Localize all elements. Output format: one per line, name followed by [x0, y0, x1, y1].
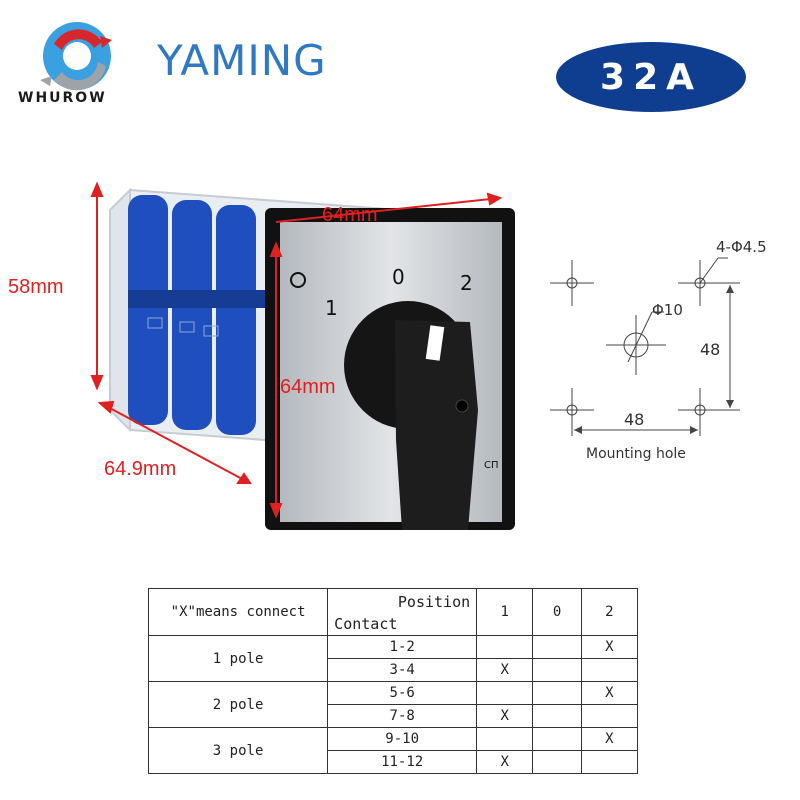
contact-block-3 — [216, 205, 256, 435]
table-row: 11-12 X — [149, 750, 639, 774]
brand-name: YAMING — [157, 36, 327, 85]
contact-block-2 — [172, 200, 212, 430]
table-row: 3-4 X — [149, 658, 639, 682]
position-label-2: 2 — [460, 271, 473, 295]
table-row: 1 pole 1-2 X — [147, 635, 639, 682]
pos0-cell — [532, 750, 582, 774]
mounting-diagram — [550, 257, 740, 436]
pos2-cell: X — [580, 681, 639, 705]
pos0-cell — [532, 704, 582, 728]
position-header: Position — [397, 593, 471, 611]
contact-block-1 — [128, 195, 168, 425]
table-row: 7-8 X — [149, 704, 639, 728]
pos1-cell — [476, 635, 534, 659]
pos1-cell: X — [476, 750, 534, 774]
face-logo-icon — [290, 272, 306, 288]
contact-cell: 1-2 — [327, 635, 478, 659]
dimension-depth: 64.9mm — [104, 458, 177, 480]
dimension-arrows — [90, 181, 503, 519]
dimension-front-height: 64mm — [280, 376, 336, 398]
pos2-cell: X — [580, 635, 639, 659]
pos1-cell: X — [476, 658, 534, 682]
knob-handle — [395, 320, 478, 530]
pos2-cell — [580, 658, 639, 682]
legend-cell: "X"means connect — [147, 588, 329, 636]
contact-cell: 11-12 — [327, 750, 478, 774]
pos1-cell: X — [476, 704, 534, 728]
rating-text: 32A — [600, 56, 702, 98]
contact-cell: 9-10 — [327, 727, 478, 751]
pos0-cell — [532, 727, 582, 751]
knob-indicator — [425, 325, 445, 361]
contact-table: "X"means connect Position Contact 1 0 2 … — [147, 588, 639, 774]
dimension-front-width: 64mm — [322, 204, 378, 226]
rating-badge: 32A — [556, 42, 746, 112]
pos1-cell — [476, 727, 534, 751]
pos0-cell — [532, 635, 582, 659]
table-row: 3 pole 9-10 X — [147, 727, 639, 774]
dimension-height: 58mm — [8, 276, 64, 298]
pole-group-label: 1 pole — [147, 635, 329, 682]
position-header-0: 0 — [532, 588, 582, 636]
position-label-0: 0 — [392, 265, 405, 289]
whurow-logo — [40, 22, 112, 91]
contact-header: Contact — [334, 615, 398, 633]
pos0-cell — [532, 658, 582, 682]
pos2-cell — [580, 750, 639, 774]
contact-cell: 5-6 — [327, 681, 478, 705]
hole-spec-label: 4-Φ4.5 — [716, 238, 767, 256]
pos1-cell — [476, 681, 534, 705]
pole-group-label: 3 pole — [147, 727, 329, 774]
contact-cell: 3-4 — [327, 658, 478, 682]
switch-illustration: 1 0 2 СП — [90, 181, 515, 530]
face-mark: СП — [484, 460, 499, 471]
position-contact-header: Position Contact — [327, 588, 478, 636]
logo-text: WHUROW — [18, 90, 107, 106]
pos2-cell: X — [580, 727, 639, 751]
pole-group-label: 2 pole — [147, 681, 329, 728]
pos0-cell — [532, 681, 582, 705]
contact-cell: 7-8 — [327, 704, 478, 728]
table-row: 2 pole 5-6 X — [147, 681, 639, 728]
table-header-row: "X"means connect Position Contact 1 0 2 — [147, 588, 639, 636]
position-header-1: 1 — [476, 588, 534, 636]
center-hole-label: Φ10 — [652, 301, 683, 319]
vertical-spacing-label: 48 — [700, 340, 721, 359]
position-label-1: 1 — [325, 296, 338, 320]
mounting-caption: Mounting hole — [586, 446, 686, 462]
horizontal-spacing-label: 48 — [624, 410, 645, 429]
pos2-cell — [580, 704, 639, 728]
position-header-2: 2 — [580, 588, 639, 636]
